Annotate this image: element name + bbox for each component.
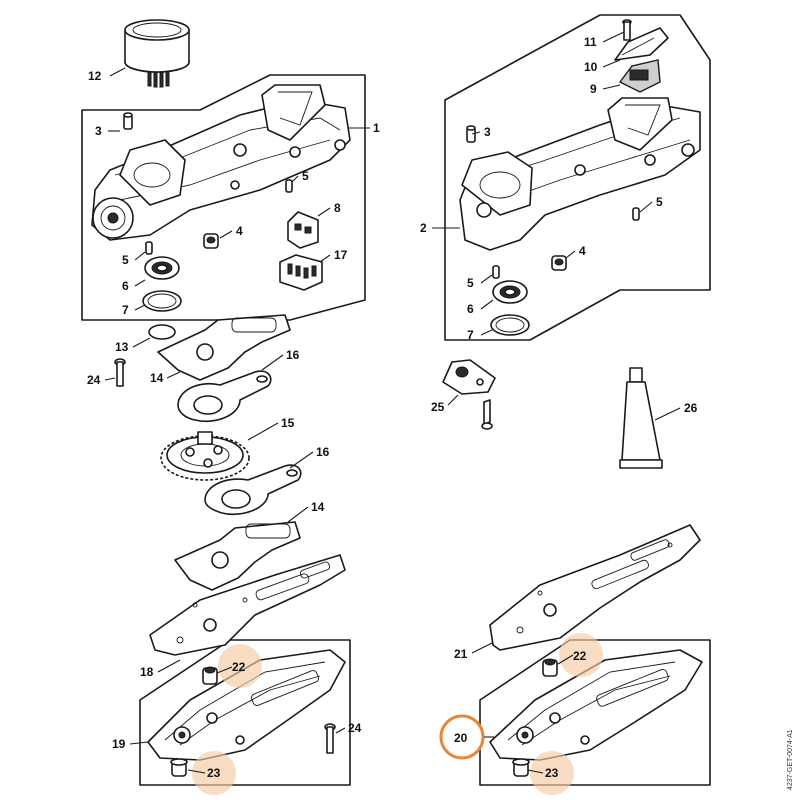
screw-part-11[interactable] xyxy=(622,19,632,41)
callout-4-right[interactable]: 4 xyxy=(579,244,586,258)
callout-15[interactable]: 15 xyxy=(281,416,295,430)
callout-7-right[interactable]: 7 xyxy=(467,328,474,342)
plug-part-23-left[interactable] xyxy=(170,758,188,777)
callout-4-left[interactable]: 4 xyxy=(236,224,243,238)
circlip-part-7-left[interactable] xyxy=(142,290,182,312)
highlight-circle-22-right xyxy=(559,633,603,677)
callout-11[interactable]: 11 xyxy=(584,35,597,49)
callout-5-right-lower[interactable]: 5 xyxy=(467,276,474,290)
callout-26[interactable]: 26 xyxy=(684,401,698,415)
left-base-group-frame xyxy=(139,639,351,786)
ball-bearing-part-6-right[interactable] xyxy=(492,280,528,304)
pin-part-3-right[interactable] xyxy=(466,125,476,143)
clutch-drum-part-12[interactable] xyxy=(124,19,190,88)
callout-1[interactable]: 1 xyxy=(373,121,380,135)
pin-part-3-left[interactable] xyxy=(123,112,133,130)
screw-part-24-lower[interactable] xyxy=(324,723,336,754)
pin-part-5-right-upper[interactable] xyxy=(632,207,640,221)
left-housing-group-frame xyxy=(81,74,366,321)
callout-6-left[interactable]: 6 xyxy=(122,279,129,293)
callout-13[interactable]: 13 xyxy=(115,340,129,354)
pin-part-5-left-lower[interactable] xyxy=(145,241,153,255)
bracket-part-25[interactable] xyxy=(442,359,496,395)
callout-5-left-lower[interactable]: 5 xyxy=(122,253,129,267)
connector-part-17[interactable] xyxy=(279,254,323,291)
ball-bearing-part-6-left[interactable] xyxy=(144,256,180,280)
callout-23-left[interactable]: 23 xyxy=(207,766,221,780)
callout-3-right[interactable]: 3 xyxy=(484,125,491,139)
gear-wheel-part-15[interactable] xyxy=(160,431,250,481)
highlight-circle-23-left xyxy=(192,751,236,795)
spacer-plate-part-14-upper[interactable] xyxy=(157,314,291,381)
document-number: 4237-GET-0074-A1 xyxy=(787,729,794,790)
gear-housing-part-2[interactable] xyxy=(459,97,701,251)
circlip-part-7-right[interactable] xyxy=(490,314,530,336)
callout-24-lower[interactable]: 24 xyxy=(348,721,362,735)
callout-20[interactable]: 20 xyxy=(454,731,468,745)
callout-9[interactable]: 9 xyxy=(590,82,597,96)
sleeve-part-22-right[interactable] xyxy=(542,658,558,677)
sleeve-part-4-left[interactable] xyxy=(203,233,219,249)
connecting-rod-part-16-lower[interactable] xyxy=(204,464,302,515)
connecting-rod-part-16-upper[interactable] xyxy=(177,370,272,422)
callout-labels: 12 3 1 5 4 5 6 7 8 17 13 24 14 16 15 16 … xyxy=(87,35,698,780)
callout-5-right-upper[interactable]: 5 xyxy=(656,195,663,209)
right-base-group-frame xyxy=(479,639,711,786)
cover-plate-part-10[interactable] xyxy=(614,27,669,61)
screw-part-24-upper[interactable] xyxy=(114,358,126,387)
callout-12[interactable]: 12 xyxy=(88,69,102,83)
callout-22-left[interactable]: 22 xyxy=(232,660,246,674)
screw-part-25[interactable] xyxy=(481,399,493,430)
callout-5-left-upper[interactable]: 5 xyxy=(302,169,309,183)
callout-16-lower[interactable]: 16 xyxy=(316,445,330,459)
callout-6-right[interactable]: 6 xyxy=(467,302,474,316)
callout-19[interactable]: 19 xyxy=(112,737,126,751)
callout-18[interactable]: 18 xyxy=(140,665,154,679)
callout-2[interactable]: 2 xyxy=(420,221,427,235)
switch-part-8[interactable] xyxy=(287,211,319,249)
highlight-circle-23-right xyxy=(530,751,574,795)
callout-14-lower[interactable]: 14 xyxy=(311,500,325,514)
pin-part-5-right-lower[interactable] xyxy=(492,265,500,279)
right-housing-group-frame xyxy=(444,14,711,341)
callout-10[interactable]: 10 xyxy=(584,60,598,74)
sleeve-part-4-right[interactable] xyxy=(551,255,567,271)
callout-3-left[interactable]: 3 xyxy=(95,124,102,138)
callout-24-upper[interactable]: 24 xyxy=(87,373,101,387)
callout-17[interactable]: 17 xyxy=(334,248,348,262)
damper-part-9[interactable] xyxy=(618,59,661,93)
callout-14-upper[interactable]: 14 xyxy=(150,371,164,385)
sleeve-part-22-left[interactable] xyxy=(202,666,218,685)
circlip-part-13[interactable] xyxy=(148,324,176,340)
callout-22-right[interactable]: 22 xyxy=(573,649,587,663)
callout-23-right[interactable]: 23 xyxy=(545,766,559,780)
spacer-plate-part-14-lower[interactable] xyxy=(174,521,301,591)
grease-tube-part-26[interactable] xyxy=(619,367,663,469)
callout-25[interactable]: 25 xyxy=(431,400,445,414)
pin-part-5-left-upper[interactable] xyxy=(285,179,293,193)
gear-plate-part-21[interactable] xyxy=(489,524,701,651)
selected-circle-20[interactable] xyxy=(439,714,485,760)
highlight-circle-22-left xyxy=(218,644,262,688)
callout-8[interactable]: 8 xyxy=(334,201,341,215)
callout-16-upper[interactable]: 16 xyxy=(286,348,300,362)
plug-part-23-right[interactable] xyxy=(512,758,530,777)
callout-21[interactable]: 21 xyxy=(454,647,468,661)
gear-plate-part-18[interactable] xyxy=(149,554,346,656)
gear-housing-part-1[interactable] xyxy=(91,84,351,241)
callout-7-left[interactable]: 7 xyxy=(122,303,129,317)
leader-lines xyxy=(104,31,681,774)
